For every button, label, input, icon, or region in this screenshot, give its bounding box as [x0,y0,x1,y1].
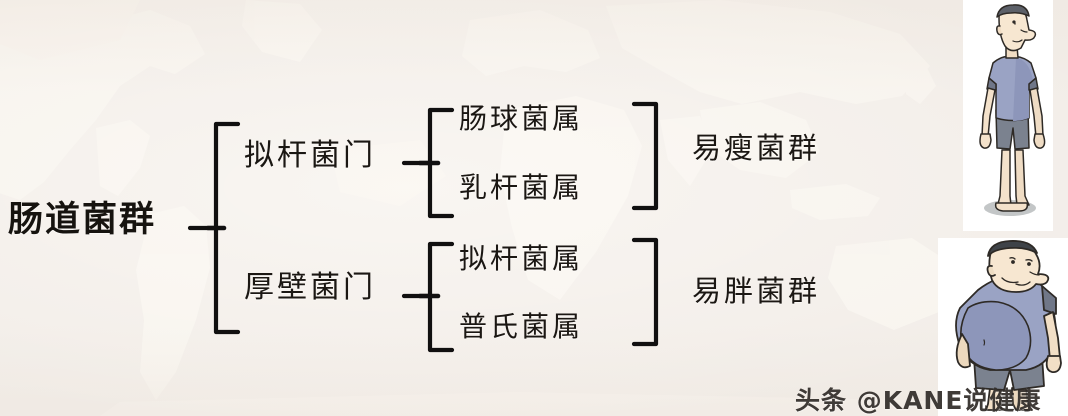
group-label-obese-flora: 易胖菌群 [692,274,821,308]
thin-man-illustration [963,0,1053,231]
genus-label-prevotella: 普氏菌属 [459,310,584,343]
phylum-label-firmicutes: 厚壁菌门 [244,270,376,305]
watermark-text: 头条 @KANE说健康 [795,386,1042,415]
genus-label-bacteroides: 拟杆菌属 [459,242,584,275]
fat-man-illustration [938,238,1068,416]
genus-label-lactobacillus: 乳杆菌属 [459,171,584,204]
genus-label-enterococcus: 肠球菌属 [459,102,584,135]
root-node-label: 肠道菌群 [8,199,157,240]
group-label-lean-flora: 易瘦菌群 [692,131,821,165]
phylum-label-bacteroidetes: 拟杆菌门 [244,138,376,173]
